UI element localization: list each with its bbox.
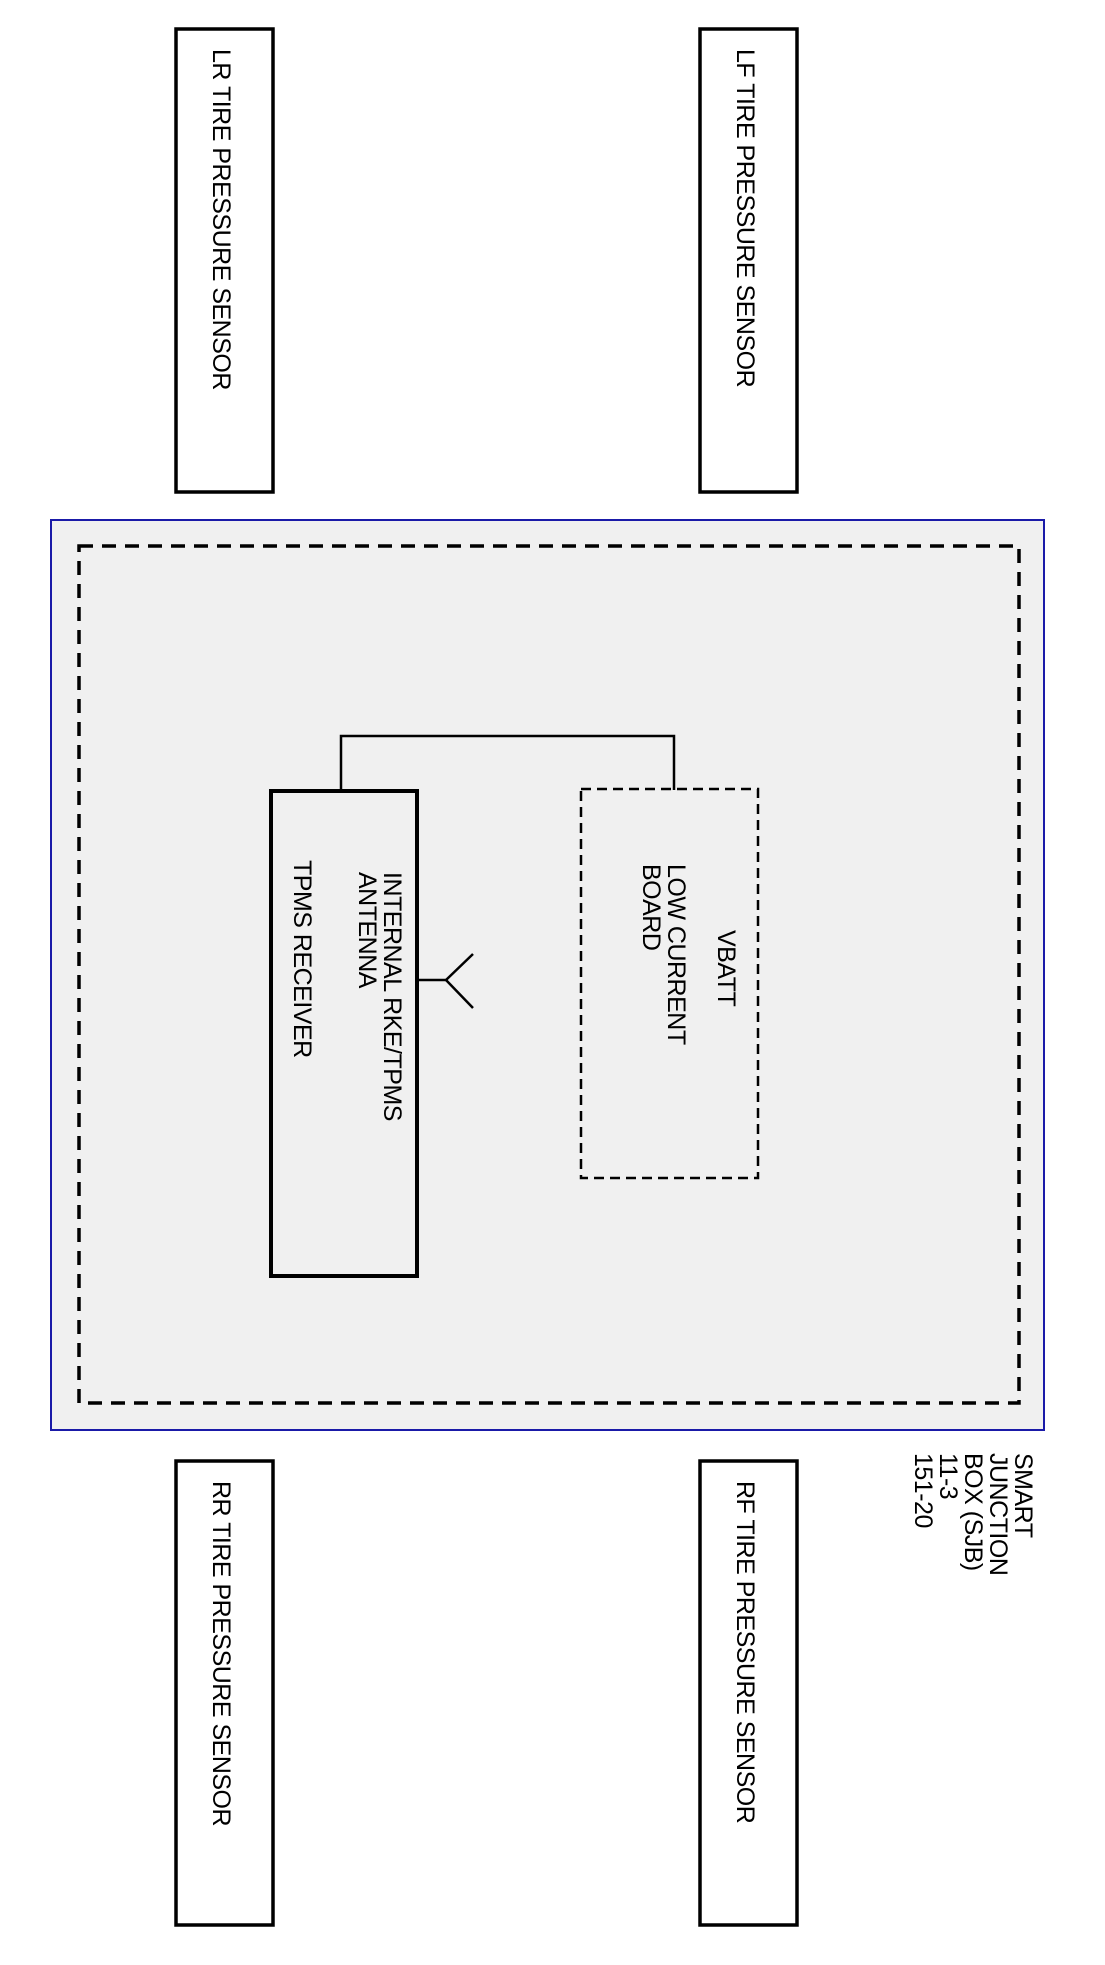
lf-sensor-box	[698, 27, 799, 494]
rr-sensor-label: RR TIRE PRESSURE SENSOR	[207, 1481, 235, 1826]
sjb-dashed-boundary	[77, 544, 1021, 1405]
vbatt-title: VBATT	[712, 930, 740, 1006]
rf-sensor-label: RF TIRE PRESSURE SENSOR	[731, 1481, 759, 1823]
lr-sensor-label: LR TIRE PRESSURE SENSOR	[207, 49, 235, 390]
tpms-receiver-box	[269, 789, 419, 1278]
sjb-label-line-1: SMART	[1009, 1453, 1037, 1538]
receiver-line-2: ANTENNA	[353, 872, 381, 989]
sjb-label-line-3: BOX (SJB)	[959, 1453, 987, 1571]
sjb-label-line-2: JUNCTION	[984, 1453, 1012, 1575]
receiver-line-1: INTERNAL RKE/TPMS	[378, 872, 406, 1121]
lr-sensor-box	[174, 27, 275, 494]
sjb-module	[50, 519, 1045, 1431]
sjb-outer-frame	[50, 519, 1045, 1431]
rr-sensor-box	[174, 1459, 275, 1927]
lf-sensor: LF TIRE PRESSURE SENSOR	[698, 27, 799, 494]
receiver-line-3: TPMS RECEIVER	[288, 860, 316, 1058]
vbatt-low-current-board: VBATT LOW CURRENT BOARD	[579, 787, 760, 1180]
vbatt-receiver-wire	[339, 734, 676, 790]
rf-sensor: RF TIRE PRESSURE SENSOR	[698, 1459, 799, 1927]
vbatt-board-box	[579, 787, 760, 1180]
antenna-icon	[417, 953, 474, 1009]
vbatt-line-1: LOW CURRENT	[662, 864, 690, 1045]
rf-sensor-box	[698, 1459, 799, 1927]
tpms-receiver: INTERNAL RKE/TPMS ANTENNA TPMS RECEIVER	[269, 789, 419, 1278]
lr-sensor: LR TIRE PRESSURE SENSOR	[174, 27, 275, 494]
sjb-label-line-4: 11-3	[934, 1453, 962, 1499]
sjb-label-line-5: 151-20	[909, 1453, 937, 1528]
vbatt-line-2: BOARD	[637, 864, 665, 950]
rr-sensor: RR TIRE PRESSURE SENSOR	[174, 1459, 275, 1927]
lf-sensor-label: LF TIRE PRESSURE SENSOR	[731, 49, 759, 387]
sjb-label: SMART JUNCTION BOX (SJB) 11-3 151-20	[909, 1453, 1037, 1575]
